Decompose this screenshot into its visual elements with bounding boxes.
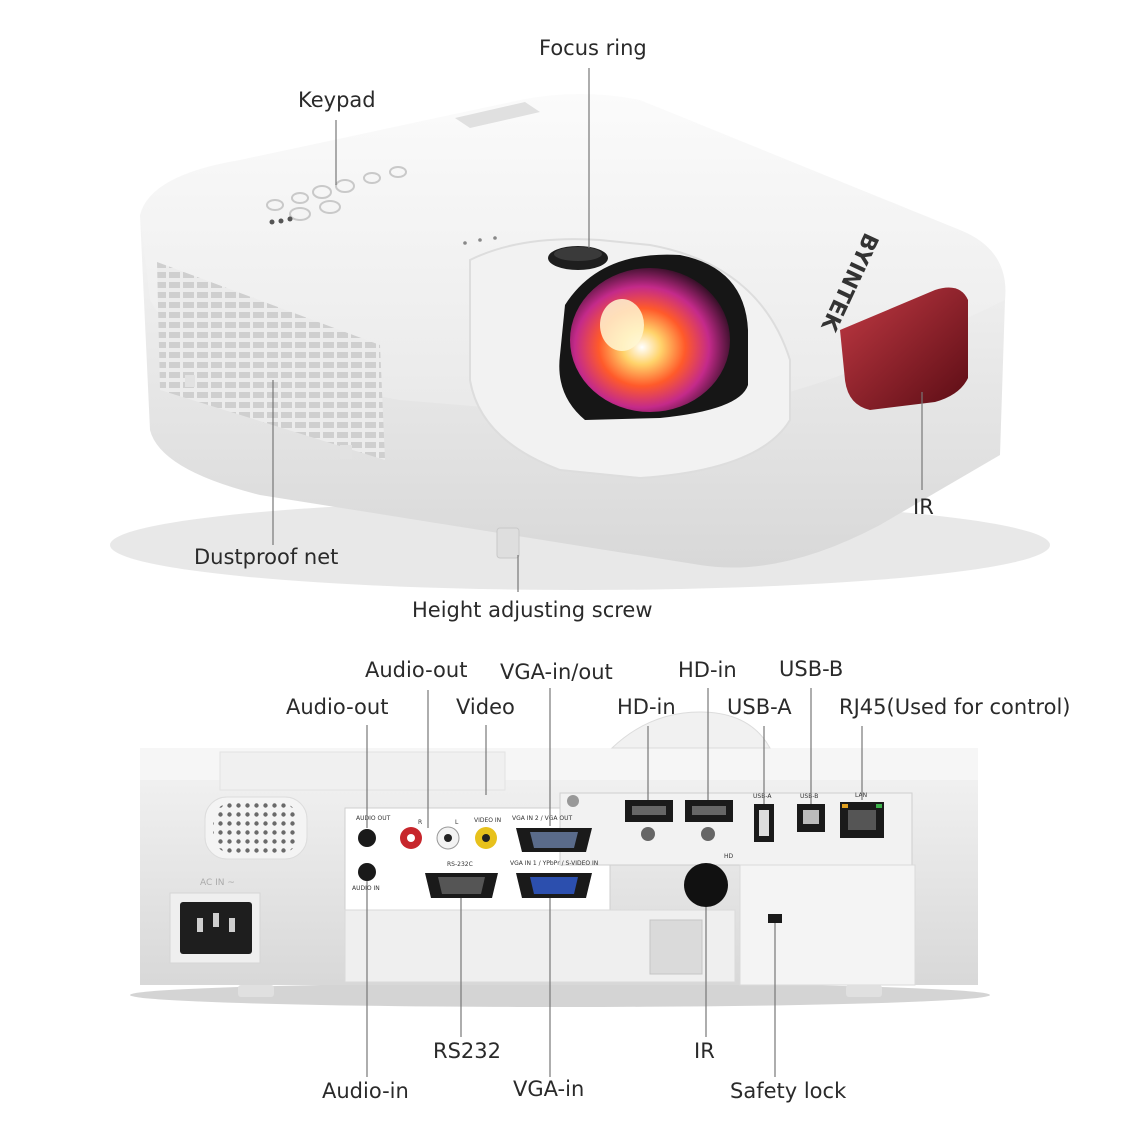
svg-text:AUDIO IN: AUDIO IN bbox=[352, 885, 380, 892]
label-dustproof-net: Dustproof net bbox=[194, 545, 339, 569]
svg-text:HD: HD bbox=[724, 853, 734, 860]
height-screw bbox=[496, 527, 520, 559]
svg-text:VGA IN 2 / VGA OUT: VGA IN 2 / VGA OUT bbox=[512, 815, 572, 822]
label-hd-in-2: HD-in bbox=[678, 658, 737, 682]
svg-text:AC IN ~: AC IN ~ bbox=[200, 878, 235, 888]
label-video: Video bbox=[456, 695, 515, 719]
power-socket bbox=[180, 902, 252, 954]
svg-text:R: R bbox=[418, 819, 422, 826]
label-usb-a: USB-A bbox=[727, 695, 792, 719]
svg-text:VIDEO IN: VIDEO IN bbox=[474, 817, 501, 824]
label-keypad: Keypad bbox=[298, 88, 376, 112]
label-audio-out-1: Audio-out bbox=[365, 658, 468, 682]
label-focus-ring: Focus ring bbox=[539, 36, 647, 60]
label-height-screw: Height adjusting screw bbox=[412, 598, 653, 622]
ir-receiver-rear bbox=[684, 863, 728, 907]
dustproof-vent bbox=[157, 262, 385, 460]
label-ir-rear: IR bbox=[694, 1039, 715, 1063]
svg-text:RS-232C: RS-232C bbox=[447, 861, 473, 868]
label-rj45: RJ45(Used for control) bbox=[839, 695, 1071, 719]
label-hd-in-1: HD-in bbox=[617, 695, 676, 719]
svg-text:L: L bbox=[455, 819, 459, 826]
label-audio-in: Audio-in bbox=[322, 1079, 409, 1103]
label-rs232: RS232 bbox=[433, 1039, 502, 1063]
ir-window bbox=[840, 287, 968, 410]
label-safety-lock: Safety lock bbox=[730, 1079, 847, 1103]
svg-text:AUDIO OUT: AUDIO OUT bbox=[356, 815, 391, 822]
audio-in-jack bbox=[358, 863, 376, 881]
svg-text:LAN: LAN bbox=[855, 792, 867, 799]
label-audio-out-2: Audio-out bbox=[286, 695, 389, 719]
keypad-buttons bbox=[266, 166, 407, 221]
svg-text:USB-B: USB-B bbox=[800, 793, 818, 800]
label-vga-in: VGA-in bbox=[513, 1077, 585, 1101]
svg-text:VGA IN 1 / YPbPr / S-VIDEO IN: VGA IN 1 / YPbPr / S-VIDEO IN bbox=[510, 860, 598, 867]
audio-out-jack bbox=[358, 829, 376, 847]
label-vga-inout: VGA-in/out bbox=[500, 660, 613, 684]
label-usb-b: USB-B bbox=[779, 657, 844, 681]
label-ir-top: IR bbox=[913, 495, 934, 519]
svg-text:USB-A: USB-A bbox=[753, 793, 772, 800]
safety-lock-slot bbox=[768, 914, 782, 923]
